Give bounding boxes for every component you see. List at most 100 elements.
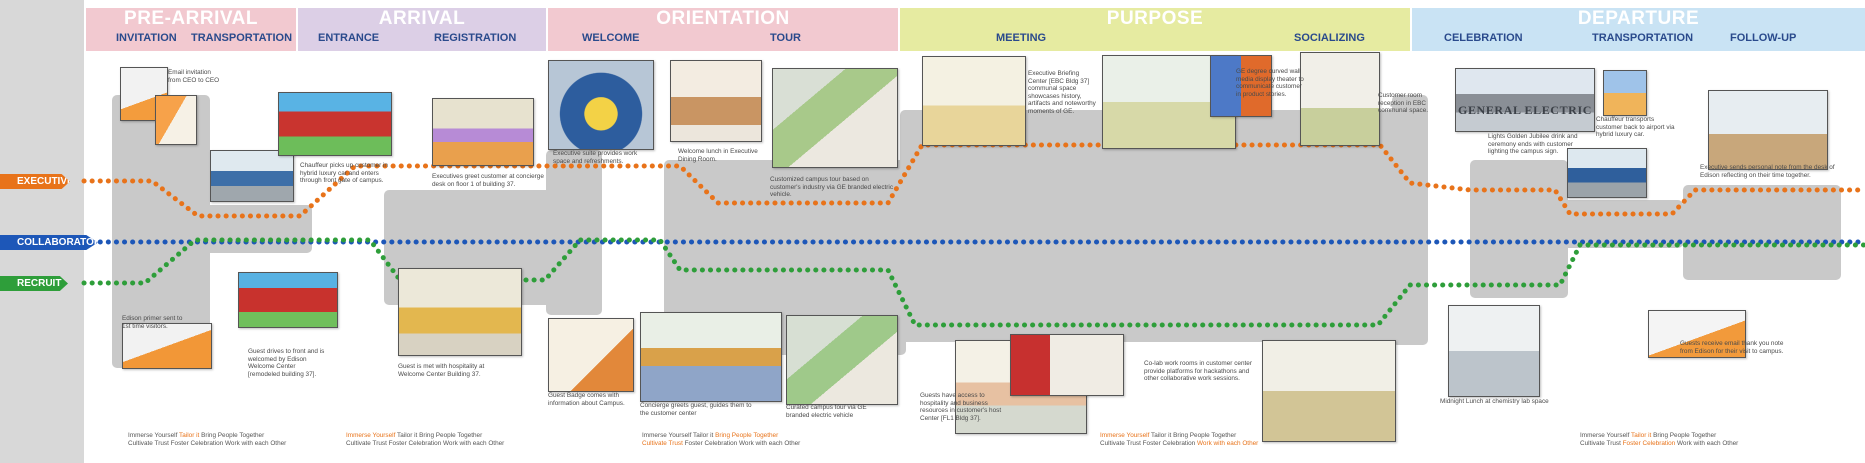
principle-label: Immerse Yourself <box>346 432 396 439</box>
edison-desk-sketch <box>1708 90 1828 170</box>
principle-label: Cultivate Trust <box>346 440 387 447</box>
substage-label: SOCIALIZING <box>1294 32 1365 44</box>
ge-sign-text: GENERAL ELECTRIC <box>1458 103 1592 117</box>
airport-sketch <box>1603 70 1647 116</box>
campus-building-sketch <box>278 92 392 156</box>
curated-tour-sketch <box>786 315 898 405</box>
principle-label: Immerse Yourself <box>128 432 178 439</box>
stage-title: PRE-ARRIVAL <box>124 8 258 29</box>
stage-header-pre-arrival: PRE-ARRIVAL INVITATION TRANSPORTATION <box>86 8 296 51</box>
principles-footer: Immerse Yourself Tailor it Bring People … <box>346 432 504 448</box>
substage-label: FOLLOW-UP <box>1730 32 1797 44</box>
principles-footer: Immerse Yourself Tailor it Bring People … <box>1580 432 1738 448</box>
thank-you-email-sketch <box>1648 310 1746 358</box>
principle-label: Tailor it <box>179 432 200 439</box>
principle-label: Work with each Other <box>1196 440 1259 447</box>
briefing-center-sketch <box>922 56 1026 146</box>
principle-label: Work with each Other <box>224 440 287 447</box>
principles-line: Cultivate Trust Foster Celebration Work … <box>128 440 286 448</box>
touchpoint-caption: Guest is met with hospitality at Welcome… <box>398 363 485 378</box>
principle-label: Tailor it <box>1631 432 1652 439</box>
principles-line: Cultivate Trust Foster Celebration Work … <box>1580 440 1738 448</box>
principle-label: Foster Celebration <box>1622 440 1676 447</box>
touchpoint-caption: Chauffeur transports customer back to ai… <box>1596 116 1675 139</box>
co-lab-room-sketch <box>1262 340 1396 442</box>
airport-car-sketch <box>1567 148 1647 198</box>
principles-line: Immerse Yourself Tailor it Bring People … <box>128 432 286 440</box>
principle-label: Tailor it <box>397 432 418 439</box>
touchpoint-panel <box>1470 160 1568 298</box>
stage-title: DEPARTURE <box>1577 8 1700 29</box>
principle-label: Work with each Other <box>1676 440 1739 447</box>
principles-line: Cultivate Trust Foster Celebration Work … <box>1100 440 1258 448</box>
substage-label: INVITATION <box>116 32 177 44</box>
substage-label: TOUR <box>770 32 801 44</box>
welcome-center-lobby-sketch <box>398 268 522 356</box>
principle-label: Immerse Yourself <box>1580 432 1630 439</box>
lane-label-recruit: RECRUIT <box>0 276 68 291</box>
touchpoint-caption: Guests receive email thank you note from… <box>1680 340 1784 355</box>
touchpoint-caption: Executive suite provides work space and … <box>553 150 638 165</box>
substage-label: TRANSPORTATION <box>1592 32 1694 44</box>
principles-footer: Immerse Yourself Tailor it Bring People … <box>642 432 800 448</box>
welcome-center-building-sketch <box>238 272 338 328</box>
touchpoint-caption: Email invitation from CEO to CEO <box>168 69 220 84</box>
principle-label: Cultivate Trust <box>642 440 683 447</box>
substage-label: MEETING <box>996 32 1047 44</box>
socializing-space-sketch <box>1300 52 1380 146</box>
principle-label: Foster Celebration <box>170 440 224 447</box>
lane-label-collaborator: COLLABORATOR <box>0 235 98 250</box>
principle-label: Immerse Yourself <box>642 432 692 439</box>
principle-label: Bring People Together <box>715 432 779 439</box>
touchpoint-caption: Lights Golden Jubilee drink and ceremony… <box>1488 133 1578 156</box>
principles-line: Cultivate Trust Foster Celebration Work … <box>642 440 800 448</box>
principle-label: Bring People Together <box>1653 432 1717 439</box>
touchpoint-caption: Edison primer sent to 1st time visitors. <box>122 315 183 330</box>
chemistry-lab-sketch <box>1448 305 1540 397</box>
touchpoint-caption: Guest drives to front and is welcomed by… <box>248 348 325 378</box>
edison-primer-sketch <box>122 323 212 369</box>
touchpoint-panel <box>200 205 312 253</box>
principle-label: Bring People Together <box>419 432 483 439</box>
stage-title: ARRIVAL <box>378 8 466 29</box>
touchpoint-caption: Executive sends personal note from the d… <box>1700 164 1835 179</box>
principles-line: Immerse Yourself Tailor it Bring People … <box>346 432 504 440</box>
dining-room-sketch <box>670 60 762 142</box>
touchpoint-panel <box>546 150 602 315</box>
substage-label: CELEBRATION <box>1444 32 1523 44</box>
touchpoint-panel <box>1683 185 1841 280</box>
stage-header-arrival: ARRIVAL ENTRANCE REGISTRATION <box>298 8 546 51</box>
principles-line: Immerse Yourself Tailor it Bring People … <box>1580 432 1738 440</box>
touchpoint-caption: Concierge greets guest, guides them to t… <box>640 402 752 417</box>
touchpoint-caption: Welcome lunch in Executive Dining Room. <box>678 148 758 163</box>
touchpoint-caption: Chauffeur picks up customer in hybrid lu… <box>300 162 388 185</box>
principle-label: Immerse Yourself <box>1100 432 1150 439</box>
touchpoint-caption: GE degree curved wall media display thea… <box>1236 68 1304 98</box>
principle-label: Cultivate Trust <box>1580 440 1621 447</box>
substage-label: REGISTRATION <box>434 32 517 44</box>
campus-map-sketch <box>772 68 898 168</box>
principle-label: Bring People Together <box>201 432 265 439</box>
touchpoint-caption: Midnight Lunch at chemistry lab space <box>1440 398 1549 405</box>
stage-title: PURPOSE <box>1106 8 1204 29</box>
principle-label: Cultivate Trust <box>1100 440 1141 447</box>
recruit-route <box>81 237 1865 328</box>
media-theater-sketch <box>1210 55 1272 117</box>
stage-header-orientation: ORIENTATION WELCOME TOUR <box>548 8 898 51</box>
principle-label: Foster Celebration <box>1142 440 1196 447</box>
guest-badge-sketch <box>548 318 634 392</box>
substage-label: WELCOME <box>582 32 640 44</box>
touchpoint-panel <box>1392 95 1428 345</box>
stage-header-purpose: PURPOSE MEETING SOCIALIZING <box>900 8 1410 51</box>
touchpoint-caption: Customer room reception in EBC communal … <box>1378 92 1429 115</box>
touchpoint-caption: Guests have access to hospitality and bu… <box>920 392 1002 422</box>
hybrid-car-sketch <box>210 150 294 202</box>
concierge-desk-sketch <box>432 98 534 166</box>
principles-line: Immerse Yourself Tailor it Bring People … <box>642 432 800 440</box>
principle-label: Bring People Together <box>1173 432 1237 439</box>
touchpoint-caption: Curated campus tour via GE branded elect… <box>786 404 867 419</box>
concierge-greeting-sketch <box>640 312 782 402</box>
principle-label: Work with each Other <box>442 440 505 447</box>
left-margin-bar <box>0 0 84 463</box>
